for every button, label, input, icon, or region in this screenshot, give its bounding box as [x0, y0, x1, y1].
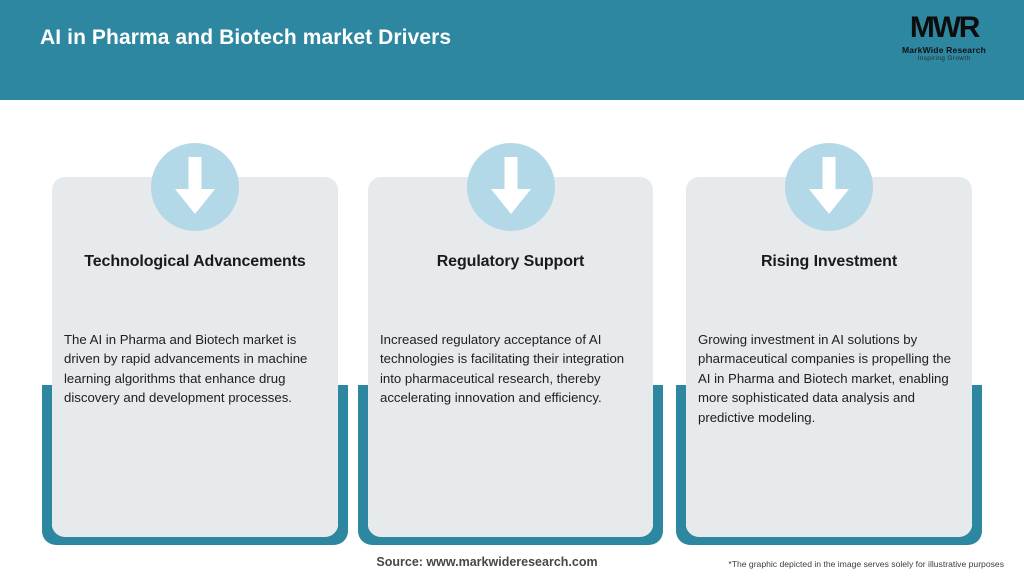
disclaimer-note: *The graphic depicted in the image serve…: [728, 559, 1004, 569]
card-panel: [686, 177, 972, 537]
card-panel: [368, 177, 653, 537]
card-body-text: Increased regulatory acceptance of AI te…: [380, 332, 625, 406]
driver-card-1: Technological Advancements The AI in Pha…: [42, 0, 348, 576]
card-title: Rising Investment: [760, 253, 898, 270]
page-header: AI in Pharma and Biotech market Drivers …: [0, 0, 1024, 100]
markwide-research-logo: MWR MarkWide Research Inspiring Growth: [886, 12, 1002, 68]
logo-company-name: MarkWide Research: [901, 45, 987, 55]
down-arrow-icon: [490, 157, 531, 214]
driver-card-2: Regulatory Support Increased regulatory …: [358, 0, 663, 576]
logo-tagline: Inspiring Growth: [917, 55, 971, 62]
driver-card-3: Rising Investment Growing investment in …: [676, 0, 982, 576]
card-body-text: The AI in Pharma and Biotech market is d…: [64, 332, 308, 406]
source-label: Source: www.markwideresearch.com: [376, 555, 598, 569]
down-arrow-icon: [175, 157, 215, 214]
card-title: Regulatory Support: [436, 253, 585, 270]
card-title: Technological Advancements: [84, 253, 306, 270]
logo-monogram: MWR: [909, 11, 981, 44]
page-title: AI in Pharma and Biotech market Drivers: [40, 26, 452, 49]
card-body-text: Growing investment in AI solutions by ph…: [698, 332, 951, 425]
card-panel: [52, 177, 338, 537]
down-arrow-icon: [809, 157, 849, 214]
